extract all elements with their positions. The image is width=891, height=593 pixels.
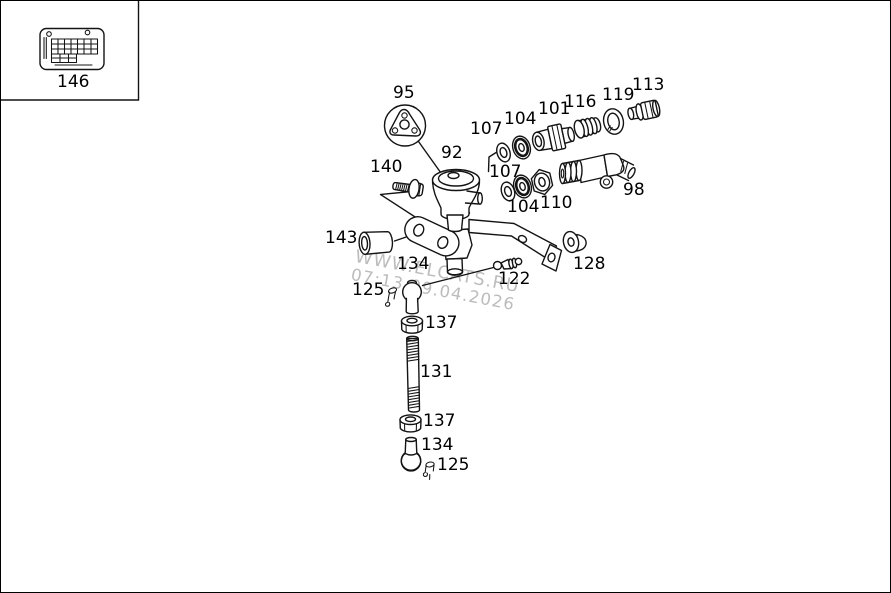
part-143-spacer	[358, 230, 394, 256]
inset-box-frame	[1, 1, 140, 101]
bracket-arm	[468, 218, 563, 272]
part-label-143: 143	[325, 228, 358, 248]
part-134-plug-top	[402, 279, 423, 315]
part-125-clip-bottom	[422, 461, 435, 481]
part-104-grommet-top	[511, 135, 532, 160]
part-label-122: 122	[498, 269, 531, 289]
part-label-137-bottom: 137	[423, 411, 456, 431]
part-label-104-top: 104	[504, 109, 537, 129]
part-label-107-bottom: 107	[489, 162, 522, 182]
part-label-113: 113	[632, 75, 665, 95]
part-label-119: 119	[602, 85, 635, 105]
part-128-cap-nut	[562, 230, 587, 254]
data-plate-icon	[39, 27, 105, 71]
part-label-140: 140	[370, 157, 403, 177]
part-122-valve	[492, 257, 523, 271]
part-107-washer-top	[496, 142, 511, 163]
part-119-ring	[602, 108, 625, 135]
part-label-101: 101	[538, 99, 571, 119]
part-label-107-top: 107	[470, 119, 503, 139]
part-95-flange	[383, 104, 427, 147]
part-134-plug-bottom	[400, 436, 422, 472]
part-137-nut-bottom	[399, 414, 422, 433]
part-140-bolt	[392, 178, 424, 199]
part-label-137-top: 137	[425, 313, 458, 333]
mounting-flange	[404, 216, 460, 257]
part-113-fitting	[627, 99, 661, 121]
part-104-grommet-bottom	[512, 174, 533, 199]
part-label-104-bottom: 104	[507, 197, 540, 217]
part-label-131: 131	[420, 362, 453, 382]
part-110-nut	[530, 168, 554, 196]
part-label-128: 128	[573, 254, 606, 274]
part-98-elbow	[558, 152, 636, 189]
part-label-146: 146	[57, 72, 90, 92]
part-label-95: 95	[393, 83, 415, 103]
part-label-92: 92	[441, 143, 463, 163]
part-137-nut-top	[400, 315, 424, 334]
part-label-125-bottom: 125	[437, 455, 470, 475]
part-92-cap	[431, 168, 484, 233]
part-125-clip-top	[384, 287, 398, 307]
part-label-125-top: 125	[352, 280, 385, 300]
part-label-116: 116	[564, 92, 597, 112]
part-label-98: 98	[623, 180, 645, 200]
part-131-stud	[406, 335, 421, 413]
part-label-134-top: 134	[397, 254, 430, 274]
part-101-fitting	[531, 123, 576, 152]
part-label-110: 110	[540, 193, 573, 213]
part-label-134-bottom: 134	[421, 435, 454, 455]
part-116-sleeve	[573, 116, 602, 139]
